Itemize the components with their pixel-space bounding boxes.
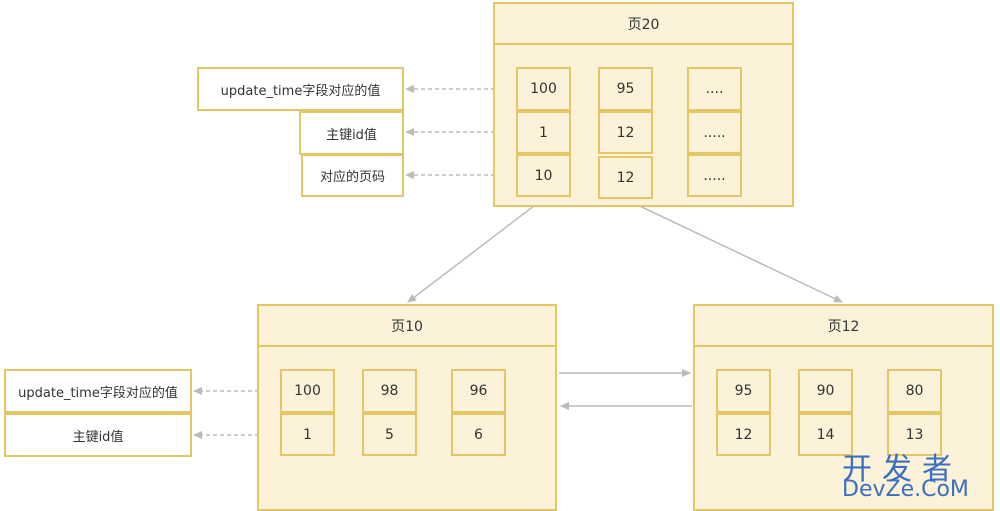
- top-cell-1-1: 100: [516, 67, 571, 111]
- right-cell-1-1: 95: [716, 369, 771, 413]
- top-cell-2-3: .....: [687, 111, 742, 154]
- page-12-title: 页12: [695, 306, 992, 347]
- label-primary-key-top: 主键id值: [299, 111, 404, 155]
- top-cell-3-3: .....: [687, 154, 742, 197]
- right-cell-1-3: 80: [887, 369, 942, 413]
- right-cell-1-2: 90: [798, 369, 853, 413]
- left-cell-1-2: 98: [362, 369, 417, 413]
- label-update-time-top: update_time字段对应的值: [197, 67, 404, 111]
- top-cell-2-1: 1: [516, 111, 571, 154]
- right-cell-2-3: 13: [887, 413, 942, 456]
- top-cell-3-2: 12: [598, 156, 653, 199]
- watermark-text-en: DevZe.CoM: [842, 477, 969, 502]
- label-update-time-left: update_time字段对应的值: [4, 369, 192, 413]
- top-cell-1-3: ....: [687, 67, 742, 111]
- right-cell-2-2: 14: [798, 413, 853, 456]
- watermark-text-cn: 开发者: [842, 452, 962, 487]
- top-cell-2-2: 12: [598, 111, 653, 154]
- label-page-number-top: 对应的页码: [301, 154, 404, 197]
- top-cell-3-1: 10: [516, 154, 571, 197]
- top-cell-1-2: 95: [598, 67, 653, 111]
- page-20-title: 页20: [495, 4, 792, 45]
- left-cell-2-1: 1: [280, 413, 335, 456]
- left-cell-2-2: 5: [362, 413, 417, 456]
- left-cell-1-3: 96: [451, 369, 506, 413]
- left-cell-2-3: 6: [451, 413, 506, 456]
- right-cell-2-1: 12: [716, 413, 771, 456]
- label-primary-key-left: 主键id值: [4, 413, 192, 457]
- page-10-title: 页10: [259, 306, 555, 347]
- arrow-to-page-10: [407, 198, 544, 303]
- arrow-to-page-12: [624, 198, 843, 303]
- left-cell-1-1: 100: [280, 369, 335, 413]
